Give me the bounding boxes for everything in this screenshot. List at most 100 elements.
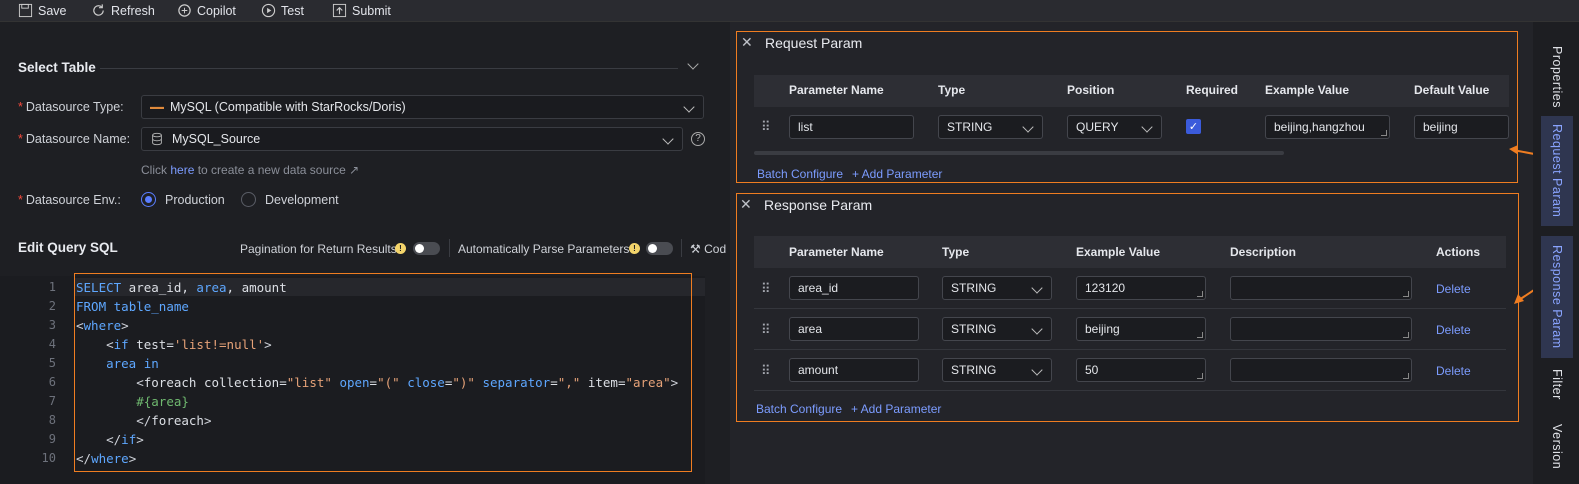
submit-label: Submit <box>352 3 391 18</box>
datasource-type-label: *Datasource Type: <box>18 100 124 114</box>
test-label: Test <box>281 3 304 18</box>
column-header: Parameter Name <box>789 83 884 97</box>
datasource-name-label: *Datasource Name: <box>18 132 131 146</box>
default-value-input[interactable]: beijing <box>1414 115 1509 139</box>
batch-configure-link[interactable]: Batch Configure <box>757 167 844 181</box>
delete-link[interactable]: Delete <box>1436 323 1471 337</box>
type-select[interactable]: STRING <box>942 358 1052 382</box>
line-number: 8 <box>48 413 56 427</box>
collapse-chevron-icon[interactable] <box>687 58 699 70</box>
pagination-label: Pagination for Return Results <box>240 242 397 256</box>
line-number: 3 <box>48 318 56 332</box>
position-value: QUERY <box>1076 120 1119 134</box>
left-pane: Select Table *Datasource Type: ▬▬ MySQL … <box>0 22 730 484</box>
create-datasource-link[interactable]: here <box>170 163 195 177</box>
row-divider <box>754 308 1506 309</box>
param-name-input[interactable]: area_id <box>789 276 919 300</box>
help-icon[interactable]: ? <box>691 132 705 146</box>
delete-link[interactable]: Delete <box>1436 364 1471 378</box>
code-line: </where> <box>76 451 137 466</box>
response-param-title: Response Param <box>764 197 873 213</box>
pagination-toggle[interactable] <box>413 242 440 255</box>
auto-parse-toggle[interactable] <box>646 242 673 255</box>
tab-request-param[interactable]: Request Param <box>1541 116 1573 226</box>
column-header: Required <box>1186 83 1239 97</box>
development-radio[interactable] <box>241 192 256 207</box>
close-icon[interactable]: ✕ <box>741 34 753 50</box>
tab-filter[interactable]: Filter <box>1550 368 1564 400</box>
development-label: Development <box>265 193 339 207</box>
save-icon <box>18 3 33 18</box>
external-link-icon: ↗ <box>349 163 360 177</box>
delete-link[interactable]: Delete <box>1436 282 1471 296</box>
line-number: 2 <box>48 299 56 313</box>
section-divider <box>100 68 678 69</box>
drag-handle-icon[interactable]: ⠿ <box>761 119 770 134</box>
example-value-input[interactable]: beijing,hangzhou <box>1265 115 1390 139</box>
tab-properties[interactable]: Properties <box>1550 46 1564 108</box>
add-parameter-link[interactable]: + Add Parameter <box>851 402 942 416</box>
drag-handle-icon[interactable]: ⠿ <box>761 322 770 337</box>
chevron-down-icon <box>1031 282 1043 294</box>
close-icon[interactable]: ✕ <box>740 196 752 212</box>
right-pane: ✕ Request Param Parameter Name Type Posi… <box>730 22 1533 484</box>
line-number: 5 <box>48 356 56 370</box>
current-line-highlight <box>74 278 705 296</box>
example-value-input[interactable]: 50 <box>1076 358 1206 382</box>
info-icon: ! <box>629 243 640 254</box>
type-select[interactable]: STRING <box>942 276 1052 300</box>
response-table-header <box>754 236 1506 268</box>
line-number: 4 <box>48 337 56 351</box>
code-line: <if test='list!=null'> <box>106 337 272 352</box>
code-button[interactable]: ⚒ Cod <box>690 242 727 256</box>
type-select[interactable]: STRING <box>942 317 1052 341</box>
auto-parse-label: Automatically Parse Parameters <box>458 242 630 256</box>
position-select[interactable]: QUERY <box>1067 115 1162 139</box>
column-header: Actions <box>1436 245 1481 259</box>
chevron-down-icon <box>683 101 695 113</box>
code-line: <where> <box>76 318 129 333</box>
code-line: FROM table_name <box>76 299 189 314</box>
divider <box>449 239 450 257</box>
required-checkbox[interactable]: ✓ <box>1186 119 1201 134</box>
code-line: </if> <box>106 432 144 447</box>
description-input[interactable] <box>1230 358 1412 382</box>
tab-response-param[interactable]: Response Param <box>1541 236 1573 358</box>
type-select[interactable]: STRING <box>938 115 1043 139</box>
param-name-input[interactable]: list <box>789 115 914 139</box>
code-icon: ⚒ <box>690 242 701 256</box>
test-button[interactable]: Test <box>261 2 304 19</box>
tab-version[interactable]: Version <box>1550 424 1564 470</box>
drag-handle-icon[interactable]: ⠿ <box>761 363 770 378</box>
refresh-icon <box>93 4 104 16</box>
select-table-title: Select Table <box>18 60 96 75</box>
batch-configure-link[interactable]: Batch Configure <box>756 402 843 416</box>
example-value-input[interactable]: 123120 <box>1076 276 1206 300</box>
horizontal-scrollbar[interactable] <box>754 151 1284 155</box>
sql-editor[interactable]: 1 2 3 4 5 6 7 8 9 10 SELECT area_id, are… <box>0 276 705 484</box>
refresh-button[interactable]: Refresh <box>91 2 155 19</box>
code-line: area in <box>106 356 159 371</box>
submit-button[interactable]: Submit <box>332 2 391 19</box>
description-input[interactable] <box>1230 276 1412 300</box>
add-parameter-link[interactable]: + Add Parameter <box>852 167 943 181</box>
column-header: Type <box>938 83 966 97</box>
database-icon <box>152 132 162 146</box>
datasource-type-select[interactable]: ▬▬ MySQL (Compatible with StarRocks/Dori… <box>141 95 704 119</box>
example-value-input[interactable]: beijing <box>1076 317 1206 341</box>
column-header: Type <box>942 245 970 259</box>
line-number: 6 <box>48 375 56 389</box>
param-name-input[interactable]: area <box>789 317 919 341</box>
production-radio[interactable] <box>141 192 156 207</box>
refresh-label: Refresh <box>111 3 155 18</box>
copilot-button[interactable]: Copilot <box>177 2 236 19</box>
copilot-icon <box>178 4 191 17</box>
drag-handle-icon[interactable]: ⠿ <box>761 281 770 296</box>
datasource-name-select[interactable]: MySQL_Source <box>141 127 683 151</box>
description-input[interactable] <box>1230 317 1412 341</box>
save-button[interactable]: Save <box>18 2 67 19</box>
datasource-env-label: *Datasource Env.: <box>18 193 121 207</box>
param-name-input[interactable]: amount <box>789 358 919 382</box>
column-header: Default Value <box>1414 83 1490 97</box>
code-line: </foreach> <box>136 413 212 428</box>
